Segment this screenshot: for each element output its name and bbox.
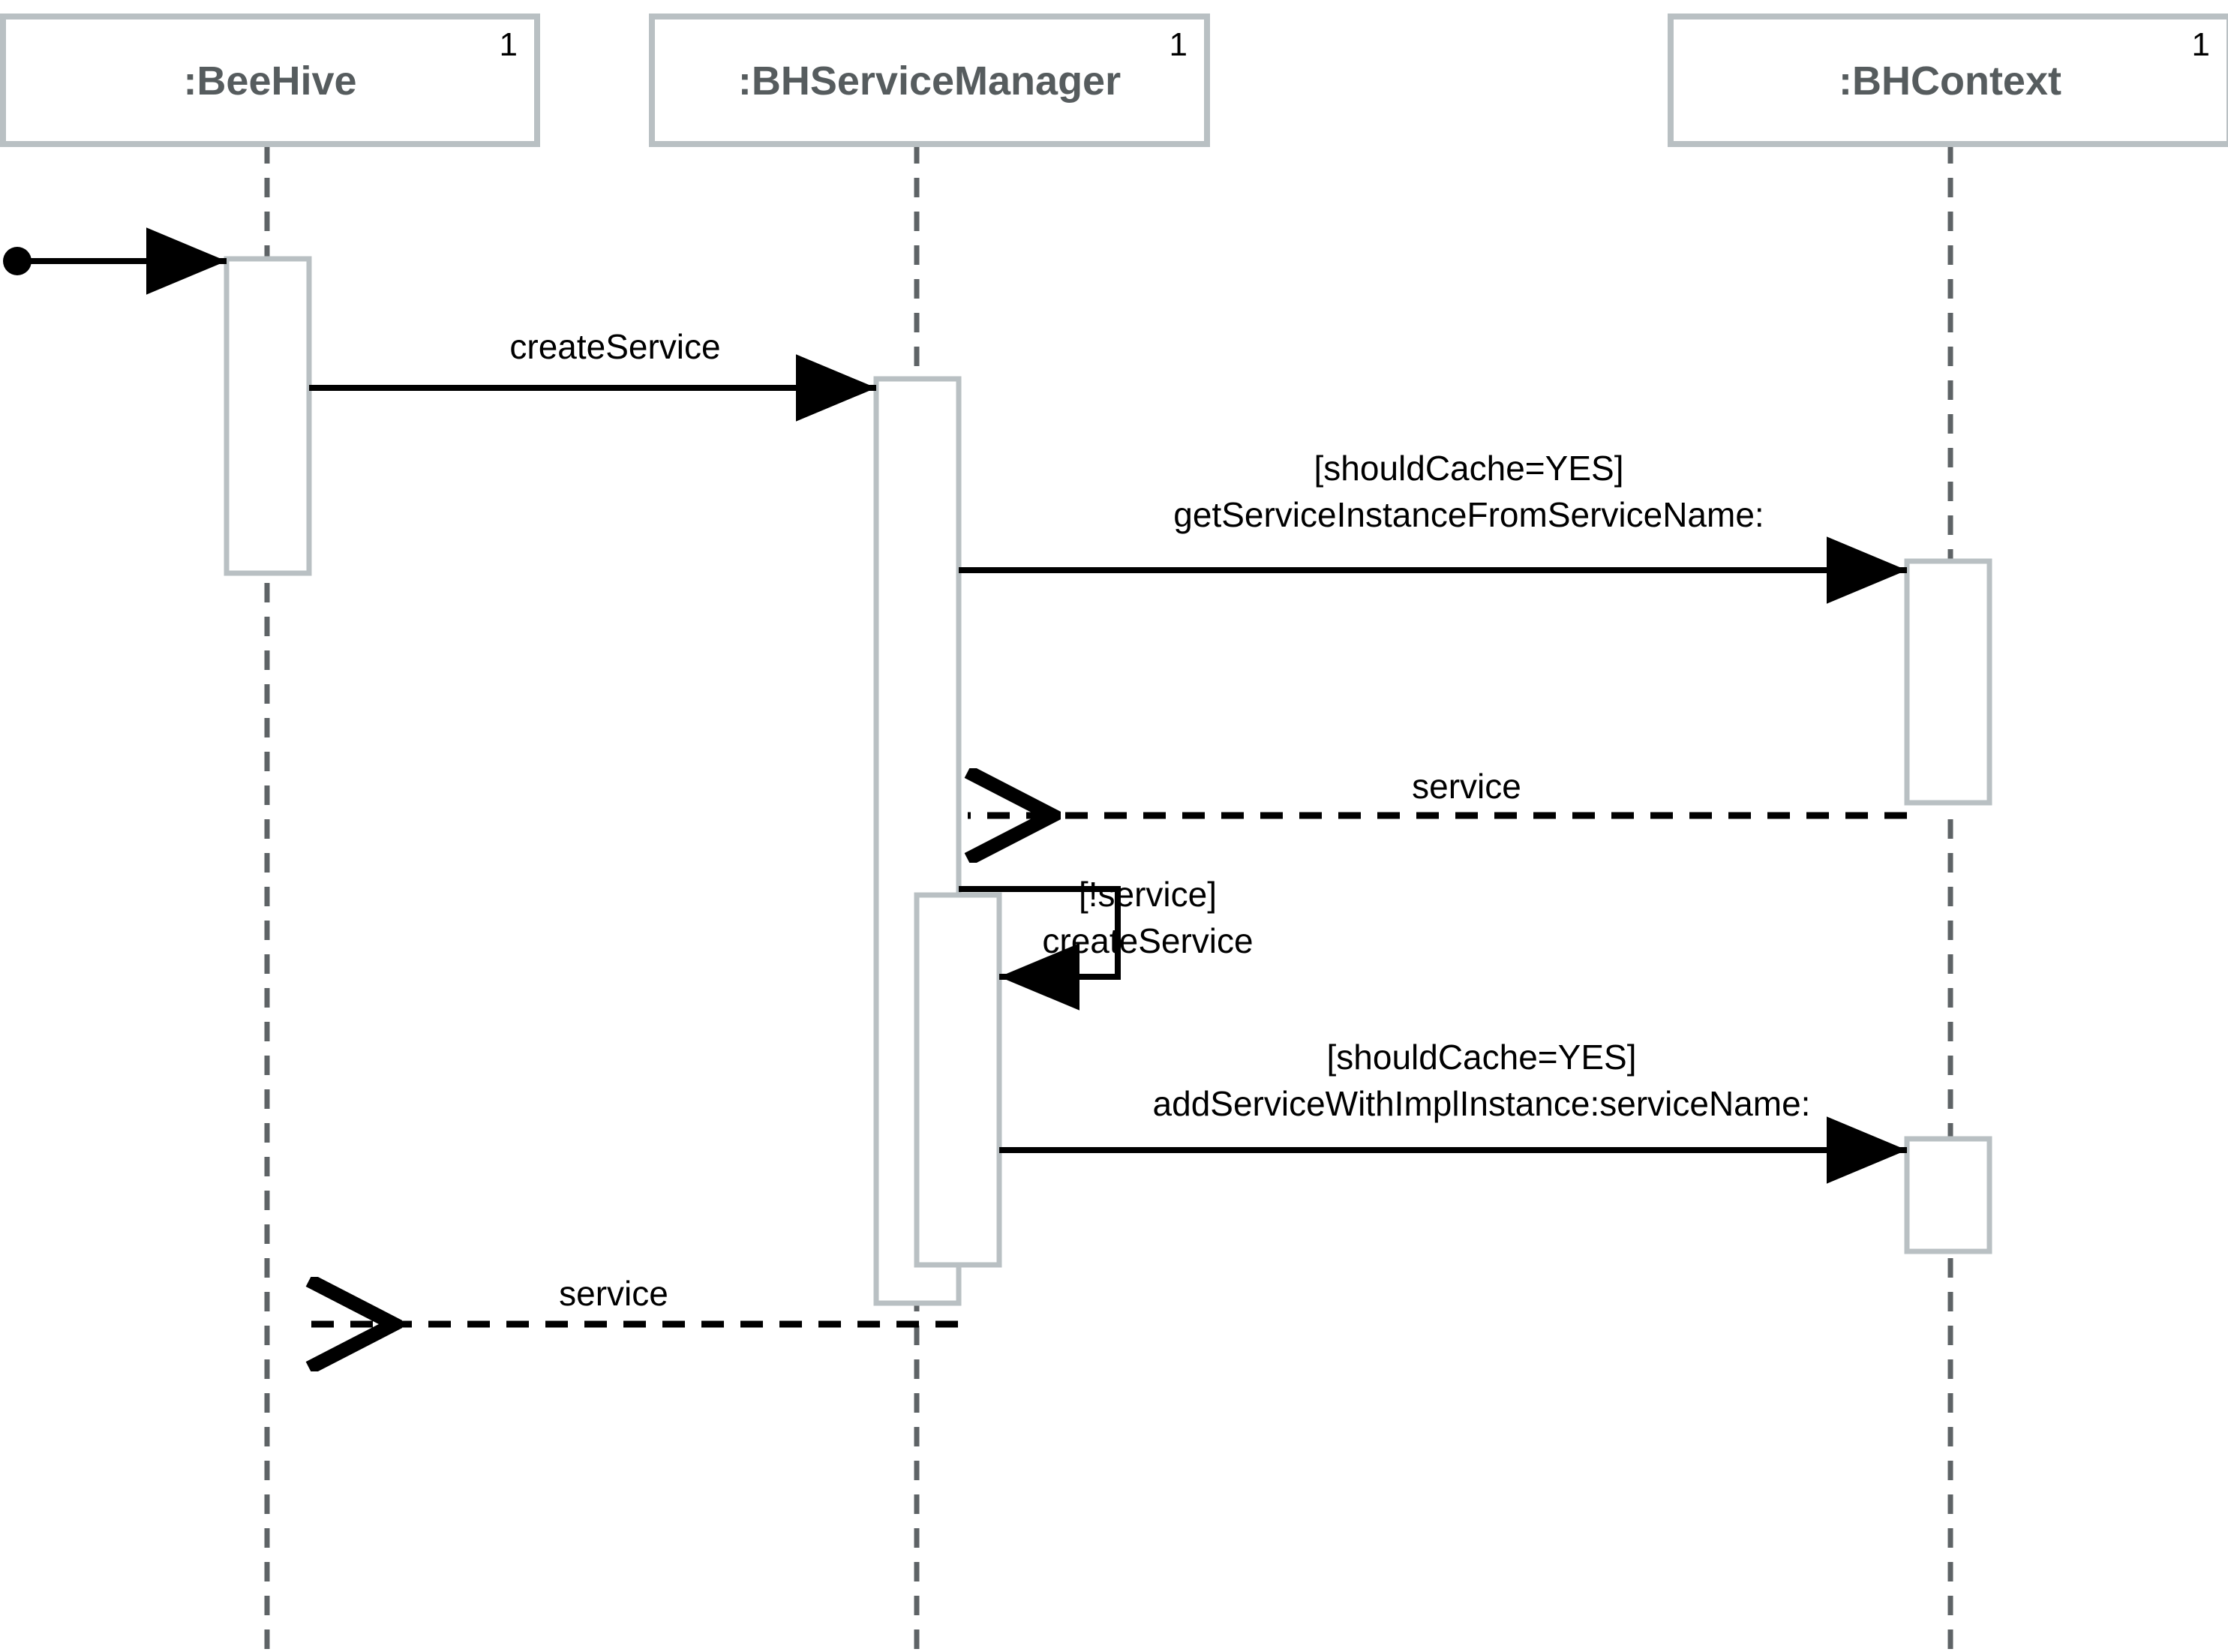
lifeline-multiplicity-label: 1: [500, 26, 518, 63]
lifeline-name-label: :BHServiceManager: [738, 59, 1121, 104]
message-label-line: [shouldCache=YES]: [1327, 1038, 1637, 1077]
activation-rect: [1904, 558, 1992, 806]
message-label-line: [!service]: [1079, 875, 1217, 914]
message-label-line: createService: [1042, 921, 1253, 960]
message-msg-self-create-service[interactable]: [!service] createService: [959, 875, 1254, 1011]
activation-layer: [224, 256, 1992, 1306]
lifeline-header-box: [1668, 14, 2228, 147]
lifeline-header-layer: :BeeHive 1 :BHServiceManager 1 :BHContext 1: [0, 14, 2228, 147]
message-label: service: [1412, 767, 1521, 806]
message-label-line: getServiceInstanceFromServiceName:: [1173, 495, 1764, 534]
activation-bar-act-manager-nested: [914, 892, 1002, 1268]
message-label: createService: [509, 327, 720, 366]
message-msg-add-service-with-impl[interactable]: [shouldCache=YES] addServiceWithImplInsta…: [999, 1038, 1908, 1184]
message-label-line: service: [559, 1274, 668, 1313]
message-label-line: service: [1412, 767, 1521, 806]
lifeline-name-label: :BHContext: [1839, 59, 2061, 104]
message-label: service: [559, 1274, 668, 1313]
message-msg-return-service-2[interactable]: service: [309, 1274, 958, 1324]
message-msg-return-service-1[interactable]: service: [968, 767, 1907, 815]
message-msg-create-service[interactable]: createService: [309, 327, 877, 422]
lifeline-name-label: :BeeHive: [183, 59, 356, 104]
message-arrow: [959, 886, 1121, 1011]
activation-rect: [914, 892, 1002, 1268]
message-label: [!service] createService: [1042, 875, 1253, 960]
message-label-line: addServiceWithImplInstance:serviceName:: [1153, 1084, 1811, 1123]
message-msg-get-service-instance[interactable]: [shouldCache=YES] getServiceInstanceFromS…: [959, 449, 1908, 604]
lifeline-header-beehive[interactable]: :BeeHive 1: [0, 14, 540, 147]
lifeline-multiplicity-label: 1: [2192, 26, 2210, 63]
activation-rect: [224, 256, 312, 576]
activation-bar-act-beehive: [224, 256, 312, 576]
message-layer: createService [shouldCache=YES] getService…: [3, 227, 1908, 1324]
message-label: [shouldCache=YES] addServiceWithImplInsta…: [1153, 1038, 1811, 1123]
lifeline-header-box: [0, 14, 540, 147]
activation-rect: [1904, 1136, 1992, 1254]
activation-bar-act-context-1: [1904, 558, 1992, 806]
message-label-line: [shouldCache=YES]: [1314, 449, 1624, 488]
lifeline-header-bhservicemanager[interactable]: :BHServiceManager 1: [649, 14, 1210, 147]
message-label-line: createService: [509, 327, 720, 366]
lifeline-multiplicity-label: 1: [1170, 26, 1188, 63]
message-msg-found-start[interactable]: [3, 227, 227, 295]
lifeline-header-bhcontext[interactable]: :BHContext 1: [1668, 14, 2228, 147]
lifeline-header-box: [649, 14, 1210, 147]
activation-bar-act-context-2: [1904, 1136, 1992, 1254]
message-label: [shouldCache=YES] getServiceInstanceFromS…: [1173, 449, 1764, 534]
